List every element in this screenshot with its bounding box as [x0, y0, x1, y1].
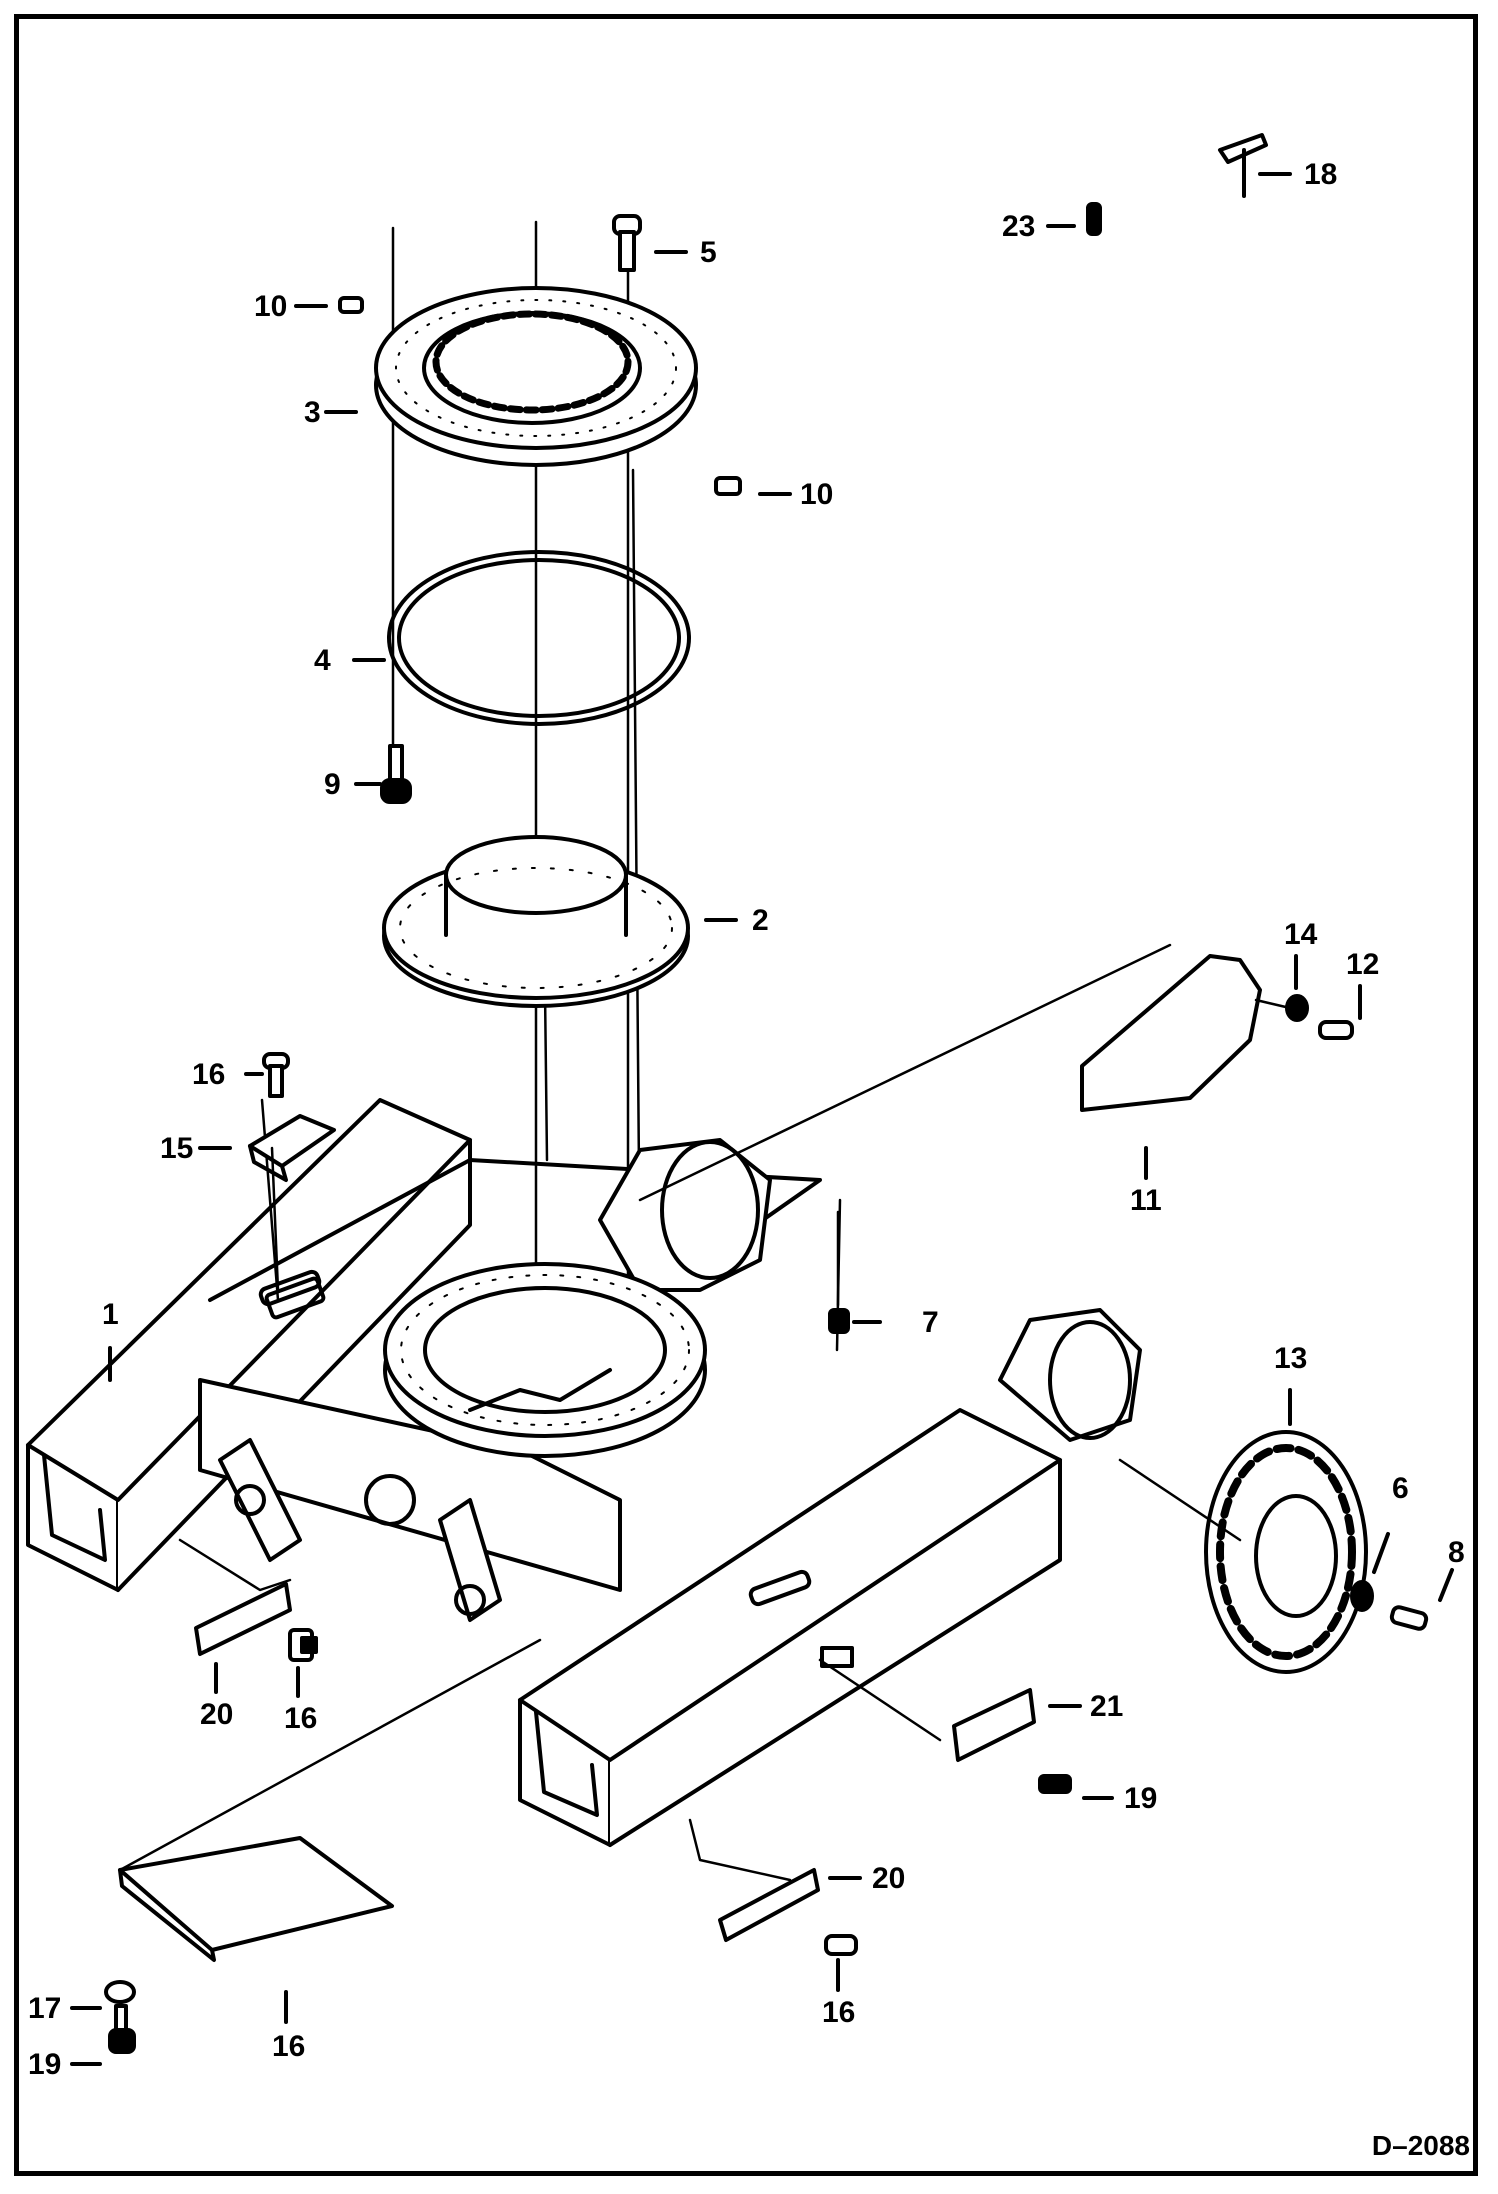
- part-1-frame: [26, 1098, 1142, 1847]
- part-4-seal: [387, 550, 691, 726]
- callout-16-right: 16: [822, 1996, 856, 2029]
- callout-1: 1: [102, 1298, 119, 1331]
- callout-19-bottom: 19: [28, 2048, 62, 2081]
- callout-18: 16: [272, 2030, 306, 2063]
- part-9-bolt: [380, 744, 412, 804]
- callout-19-mid: 19: [1124, 1782, 1158, 1815]
- callout-16-left: 16: [284, 1702, 318, 1735]
- callout-14: 14: [1284, 918, 1318, 951]
- callout-21: 21: [1090, 1690, 1124, 1723]
- part-6-washer: [1350, 1580, 1374, 1612]
- part-19-bolt-bottom: [108, 2004, 136, 2054]
- callout-10-upper: 10: [254, 290, 288, 323]
- part-16-bolt-top: [262, 1052, 290, 1098]
- part-5-bolt: [612, 214, 642, 272]
- part-20-plate-left: [178, 1538, 292, 1656]
- part-11-cover: [638, 943, 1262, 1202]
- callout-2: 2: [752, 904, 769, 937]
- part-23-bolt: [1086, 202, 1102, 236]
- callout-17: 17: [28, 1992, 62, 2025]
- part-20-plate-right: [688, 1818, 820, 1942]
- callout-20-right: 20: [872, 1862, 906, 1895]
- page-border: [14, 14, 1478, 2176]
- callout-10-lower: 10: [800, 478, 834, 511]
- callout-15: 15: [160, 1132, 194, 1165]
- part-15-clamp: [248, 1114, 336, 1320]
- part-3-swing-bearing: [374, 286, 698, 467]
- part-18-cover: [118, 1638, 542, 1962]
- callout-23: 23: [1002, 210, 1036, 243]
- callout-11: 11: [1130, 1184, 1162, 1217]
- part-16-bolt-left: [288, 1628, 318, 1662]
- callout-20-left: 20: [200, 1698, 234, 1731]
- part-12-bolt: [1254, 998, 1354, 1040]
- callout-6: 6: [1392, 1472, 1409, 1505]
- part-7-plug: [828, 1210, 850, 1334]
- part-2-mount-ring: [382, 835, 690, 1008]
- part-21-plate: [818, 1658, 1036, 1762]
- callout-8: 8: [1448, 1536, 1465, 1569]
- callout-13: 13: [1274, 1342, 1308, 1375]
- part-8-bolt: [1389, 1605, 1429, 1631]
- callout-9: 9: [324, 768, 341, 801]
- callout-4: 4: [314, 644, 331, 677]
- part-22-pin: [1218, 133, 1268, 198]
- callout-5: 5: [700, 236, 717, 269]
- drawing-reference: D–2088: [1371, 2130, 1470, 2161]
- callout-7: 7: [922, 1306, 939, 1339]
- part-19-bolt-mid: [1038, 1774, 1072, 1794]
- callout-12: 12: [1346, 948, 1380, 981]
- callout-22: 18: [1304, 158, 1338, 191]
- part-16-bolt-right: [824, 1934, 858, 1956]
- part-13-sprocket: [1118, 1430, 1368, 1674]
- callout-16-top: 16: [192, 1058, 226, 1091]
- callout-leaders: [70, 172, 1454, 2066]
- callout-3: 3: [304, 396, 321, 429]
- part-10-grease-fitting: [338, 296, 742, 496]
- part-17-washer: [104, 1980, 136, 2004]
